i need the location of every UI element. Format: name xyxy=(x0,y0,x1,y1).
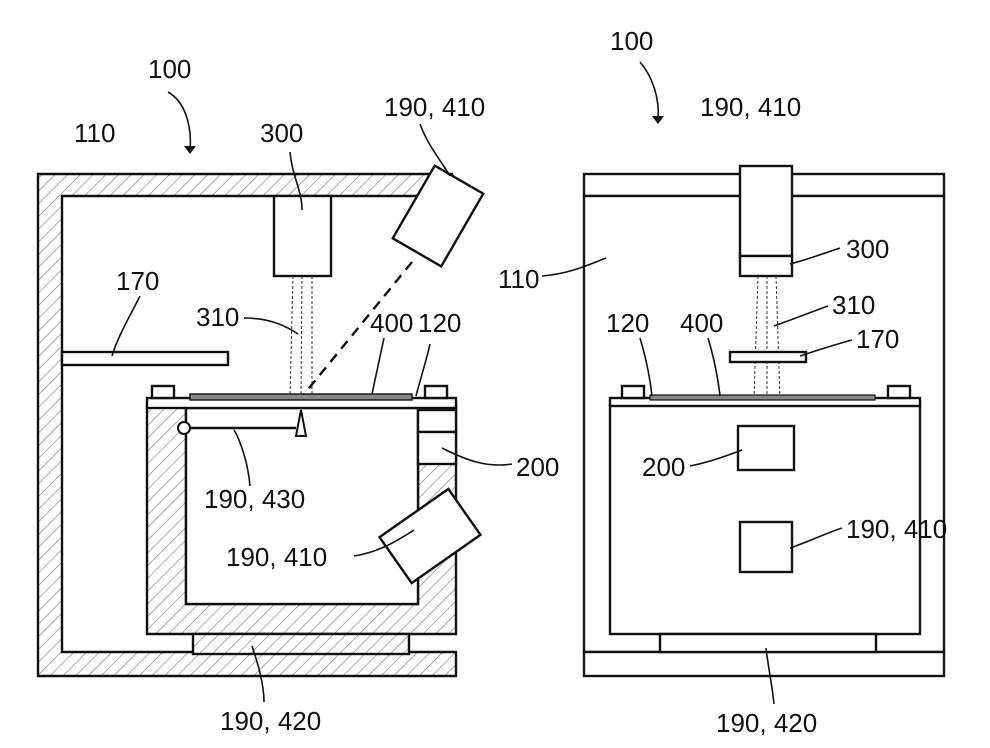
right-label-camera-top: 190, 410 xyxy=(700,92,801,122)
left-probe-pivot xyxy=(178,422,190,434)
right-base-sensor xyxy=(660,634,876,652)
left-clamp-2 xyxy=(425,386,447,398)
right-label-110: 110 xyxy=(498,264,539,294)
right-housing-bottom xyxy=(584,652,944,676)
left-controller-upper xyxy=(418,410,456,432)
right-leader-100 xyxy=(640,62,658,120)
right-label-camera-inner: 190, 410 xyxy=(846,514,947,544)
right-clamp-1 xyxy=(622,386,644,398)
left-controller-lower xyxy=(418,432,456,464)
right-sensor-300 xyxy=(740,256,792,276)
right-label-200: 200 xyxy=(642,452,685,482)
left-leader-310 xyxy=(244,318,298,334)
right-arrow-100 xyxy=(652,116,664,124)
left-arrow-100 xyxy=(184,146,196,154)
right-clamp-2 xyxy=(888,386,910,398)
left-label-110: 110 xyxy=(74,118,115,148)
right-shelf xyxy=(730,352,806,362)
left-beam xyxy=(290,276,312,398)
left-substrate xyxy=(190,394,412,400)
right-controller xyxy=(738,426,794,470)
right-label-310: 310 xyxy=(832,290,875,320)
right-label-400: 400 xyxy=(680,308,723,338)
left-view: 100 110 300 190, 410 170 310 400 120 200… xyxy=(38,54,559,736)
left-label-camera-top: 190, 410 xyxy=(384,92,485,122)
left-label-420: 190, 420 xyxy=(220,706,321,736)
left-label-400: 400 xyxy=(370,308,413,338)
right-label-120: 120 xyxy=(606,308,649,338)
left-leader-170 xyxy=(112,296,140,356)
right-label-100: 100 xyxy=(610,26,653,56)
right-label-420: 190, 420 xyxy=(716,708,817,738)
left-label-200: 200 xyxy=(516,452,559,482)
left-label-170: 170 xyxy=(116,266,159,296)
left-label-310: 310 xyxy=(196,302,239,332)
left-base-sensor xyxy=(193,634,409,654)
right-label-170: 170 xyxy=(856,324,899,354)
left-label-camera-bottom: 190, 410 xyxy=(226,542,327,572)
left-leader-400 xyxy=(372,338,384,394)
right-camera-top xyxy=(740,166,792,256)
left-label-120: 120 xyxy=(418,308,461,338)
right-substrate xyxy=(650,395,875,400)
left-label-100: 100 xyxy=(148,54,191,84)
right-view: 100 190, 410 110 300 310 120 400 170 200… xyxy=(498,26,947,738)
left-label-430: 190, 430 xyxy=(204,484,305,514)
left-leader-100 xyxy=(168,92,190,150)
left-clamp-1 xyxy=(152,386,174,398)
left-shelf xyxy=(62,352,228,365)
left-label-300: 300 xyxy=(260,118,303,148)
right-camera-inner xyxy=(740,522,792,572)
right-label-300: 300 xyxy=(846,234,889,264)
